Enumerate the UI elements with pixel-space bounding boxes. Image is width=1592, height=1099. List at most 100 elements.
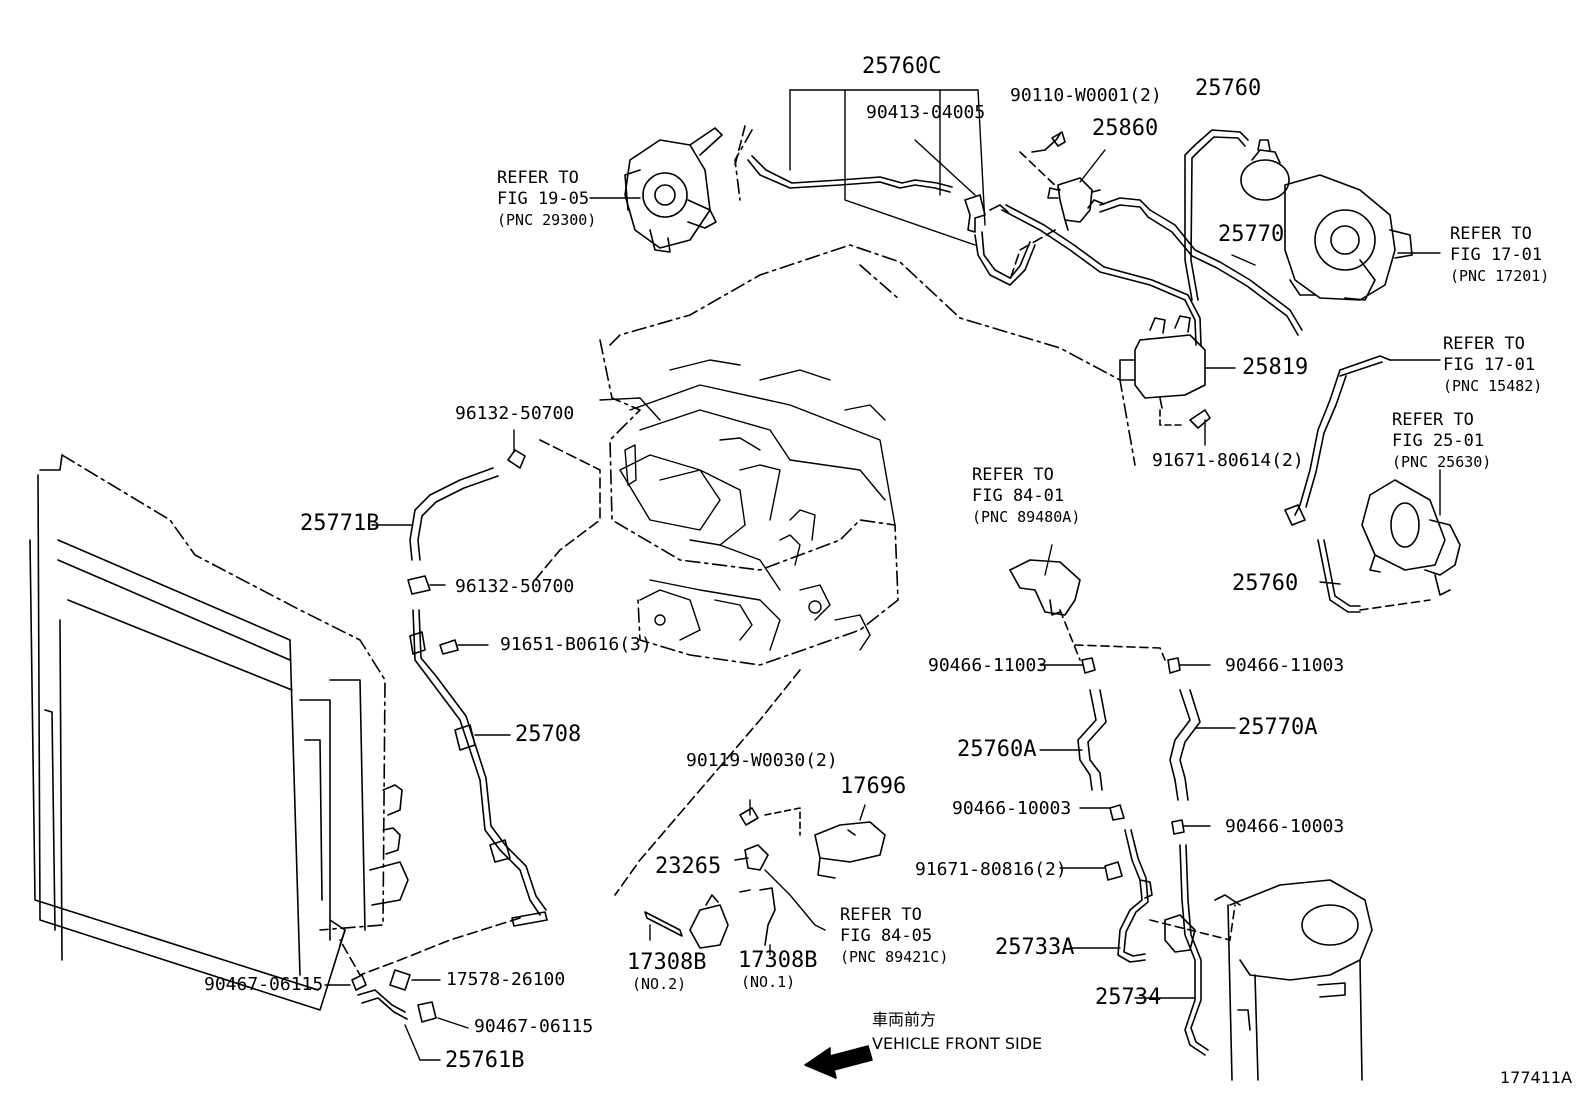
turbo-assembly xyxy=(1240,139,1413,301)
leader-dash-2 xyxy=(1009,229,1056,281)
refer-fig-19-05: REFER TO FIG 19-05 (PNC 29300) xyxy=(497,168,596,231)
label-25733A: 25733A xyxy=(995,935,1075,960)
label-90466-11003-r: 90466-11003 xyxy=(1225,655,1345,676)
refer-line: FIG 17-01 xyxy=(1443,355,1536,375)
label-90467-06115-b: 90467-06115 xyxy=(474,1016,594,1037)
label-96132-50700-top: 96132-50700 xyxy=(455,403,575,424)
refer-line: REFER TO xyxy=(1392,410,1474,430)
leader-fig8401 xyxy=(1044,544,1053,576)
egr-valve xyxy=(1361,479,1461,596)
label-25860: 25860 xyxy=(1092,116,1159,141)
label-25708: 25708 xyxy=(515,722,582,747)
refer-fig-84-01: REFER TO FIG 84-01 (PNC 89480A) xyxy=(972,465,1080,528)
pipe-25708 xyxy=(409,609,548,927)
leader-25760-right xyxy=(1319,581,1341,585)
direction-en: VEHICLE FRONT SIDE xyxy=(872,1034,1043,1053)
leader-90467-b xyxy=(437,1017,469,1029)
bolt-91651 xyxy=(439,639,459,655)
leader-dash-center xyxy=(614,669,801,896)
diagram-id: 177411A xyxy=(1500,1068,1573,1087)
clamp-90466-10003-l xyxy=(1109,804,1125,821)
leader-fig8405 xyxy=(764,869,826,931)
exhaust-pipe xyxy=(1164,879,1373,1081)
vacuum-pump xyxy=(624,127,723,253)
leader-dash-sensor-2 xyxy=(1074,644,1166,661)
refer-fig-17-01-a: REFER TO FIG 17-01 (PNC 17201) xyxy=(1450,224,1549,287)
label-25770: 25770 xyxy=(1218,222,1285,247)
label-no1: (NO.1) xyxy=(741,973,796,991)
label-25760C: 25760C xyxy=(862,54,942,79)
clamp-90466-11003-r xyxy=(1167,657,1181,674)
leader-25860 xyxy=(1079,149,1106,183)
engine-block xyxy=(599,359,896,651)
label-90466-11003-l: 90466-11003 xyxy=(928,655,1048,676)
label-25734: 25734 xyxy=(1095,985,1162,1010)
leader-pump xyxy=(734,125,746,166)
leader-dash-pipe xyxy=(339,917,521,976)
direction-jp: 車両前方 xyxy=(872,1010,937,1029)
refer-line: FIG 84-01 xyxy=(972,486,1065,506)
leader-bolt-80614 xyxy=(1159,409,1186,426)
refer-line: (PNC 15482) xyxy=(1443,377,1543,395)
refer-fig-25-01: REFER TO FIG 25-01 (PNC 25630) xyxy=(1392,410,1491,473)
refer-line: FIG 84-05 xyxy=(840,926,933,946)
sensor-bracket xyxy=(1009,559,1081,616)
hose-25771B xyxy=(409,467,499,561)
pipe-right xyxy=(1284,355,1391,613)
refer-line: REFER TO xyxy=(1450,224,1532,244)
pipe-25734 xyxy=(1179,844,1209,1056)
leader-25761B xyxy=(404,1024,441,1061)
refer-line: FIG 17-01 xyxy=(1450,245,1543,265)
leader-17696 xyxy=(859,804,866,821)
label-25819: 25819 xyxy=(1242,355,1309,380)
label-91651-b0616: 91651-B0616(3) xyxy=(500,634,652,655)
label-90413-04005: 90413-04005 xyxy=(866,102,986,123)
label-25760-top: 25760 xyxy=(1195,76,1262,101)
label-no2: (NO.2) xyxy=(632,975,687,993)
clamp-90466-10003-r xyxy=(1171,819,1185,835)
vsv-25819 xyxy=(1119,315,1206,409)
vsv-25860 xyxy=(1047,177,1101,231)
top-hoses xyxy=(747,129,1303,346)
refer-line: (PNC 29300) xyxy=(497,211,597,229)
label-90110-w0001: 90110-W0001(2) xyxy=(1010,85,1162,106)
refer-line: (PNC 25630) xyxy=(1392,453,1492,471)
leader-25760C xyxy=(789,89,986,246)
bolt-90119 xyxy=(739,807,759,826)
label-90466-10003-l: 90466-10003 xyxy=(952,798,1072,819)
refer-line: FIG 25-01 xyxy=(1392,431,1485,451)
hose-joints xyxy=(964,194,1009,233)
label-90467-06115-a: 90467-06115 xyxy=(204,974,324,995)
label-25761B: 25761B xyxy=(445,1048,525,1073)
radiator xyxy=(29,454,409,1011)
clamp-96132-top xyxy=(507,449,526,469)
clamp-90466-11003-l xyxy=(1081,657,1096,674)
label-25770A: 25770A xyxy=(1238,715,1318,740)
leader-25770 xyxy=(1231,254,1256,266)
hose-25770A xyxy=(1169,689,1201,801)
bracket-17696 xyxy=(814,821,886,879)
label-17696: 17696 xyxy=(840,774,907,799)
leader-dash-egr xyxy=(1359,599,1431,611)
leader-dash-sensor xyxy=(1059,609,1081,661)
label-90466-10003-r: 90466-10003 xyxy=(1225,816,1345,837)
refer-line: (PNC 89480A) xyxy=(972,508,1081,526)
leader-dash-bracket xyxy=(764,807,801,836)
bolt-91671-80816 xyxy=(1104,861,1123,881)
engine-outline xyxy=(599,129,1136,666)
label-25760-right: 25760 xyxy=(1232,571,1299,596)
bolt-90110 xyxy=(1031,133,1061,153)
refer-line: FIG 19-05 xyxy=(497,189,590,209)
label-25760A: 25760A xyxy=(957,737,1037,762)
clamp-96132-bot xyxy=(407,575,431,595)
label-91671-80816: 91671-80816(2) xyxy=(915,859,1067,880)
label-17308B-no2: 17308B xyxy=(627,950,707,975)
label-23265: 23265 xyxy=(655,854,722,879)
refer-line: REFER TO xyxy=(497,168,579,188)
label-17578-26100: 17578-26100 xyxy=(446,969,566,990)
refer-fig-17-01-b: REFER TO FIG 17-01 (PNC 15482) xyxy=(1443,334,1542,397)
label-91671-80614: 91671-80614(2) xyxy=(1152,450,1304,471)
leader-dash-exhaust xyxy=(1149,904,1236,941)
